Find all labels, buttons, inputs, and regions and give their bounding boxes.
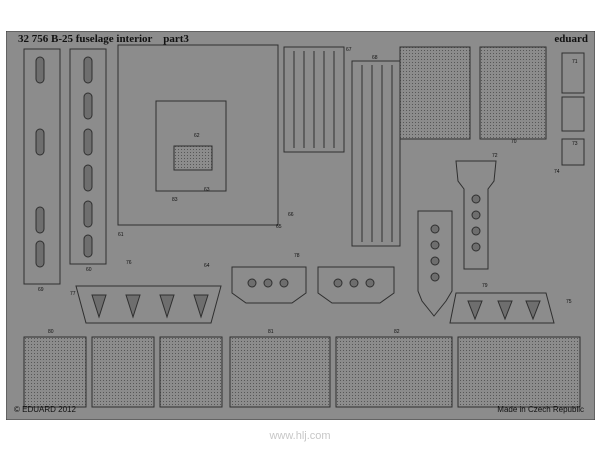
sheet-title: 32 756 B-25 fuselage interior part3: [18, 33, 189, 45]
part-70-dotted-panel: [479, 46, 547, 140]
part-73-arrow-part: [417, 210, 453, 317]
part-number: 76: [126, 260, 132, 266]
part-number: 70: [511, 139, 517, 145]
part-60-strip: [69, 48, 107, 265]
part-number: 68: [372, 55, 378, 61]
part-number: 80: [48, 329, 54, 335]
part-72-arrow-part: [455, 160, 497, 270]
part-number: 69: [38, 287, 44, 293]
part-80-dotted-panel: [159, 336, 223, 408]
part-number: 74: [554, 169, 560, 175]
part-number: 60: [86, 267, 92, 273]
part-number: 83: [172, 197, 178, 203]
part-number: 82: [394, 329, 400, 335]
part-80-dotted-panel: [91, 336, 155, 408]
part-number: 64: [204, 263, 210, 269]
part-82-dotted-panel: [457, 336, 581, 408]
catalog-number: 32 756: [18, 33, 49, 45]
part-71-brackets: [561, 52, 585, 166]
part-number: 67: [346, 47, 352, 53]
part-78-bracket: [231, 266, 307, 304]
part-number: 78: [294, 253, 300, 259]
photo-etch-fret: 69 60 61 62 63 64 65 66 67 68 70 71 72 7…: [6, 31, 595, 420]
part-number: 75: [566, 299, 572, 305]
part-69-strip: [23, 48, 61, 285]
part-number: 81: [268, 329, 274, 335]
part-number: 65: [276, 224, 282, 230]
part-77-truss: [75, 285, 222, 324]
part-number: 77: [70, 291, 76, 297]
part-number: 61: [118, 232, 124, 238]
kit-title: B-25 fuselage interior: [51, 33, 153, 45]
origin-text: Made in Czech Republic: [497, 405, 584, 414]
part-86-dotted-panel: [399, 46, 471, 140]
part-number: 73: [572, 141, 578, 147]
part-number: 71: [572, 59, 578, 65]
part-88-slats: [351, 60, 401, 247]
watermark-url: www.hlj.com: [269, 430, 331, 442]
part-81-dotted-panel: [229, 336, 331, 408]
part-82-dotted-panel: [335, 336, 453, 408]
part-number: 79: [482, 283, 488, 289]
part-87-slats: [283, 46, 345, 153]
part-82-panel: [117, 44, 279, 226]
part-number: 72: [492, 153, 498, 159]
part-number: 63: [204, 187, 210, 193]
copyright-text: © EDUARD 2012: [14, 405, 76, 414]
part-79-bracket: [317, 266, 395, 304]
part-label: part3: [163, 33, 189, 45]
part-80-dotted-panel: [23, 336, 87, 408]
part-79-truss: [449, 292, 555, 324]
brand-logo: eduard: [554, 33, 588, 45]
part-number: 62: [194, 133, 200, 139]
part-number: 66: [288, 212, 294, 218]
